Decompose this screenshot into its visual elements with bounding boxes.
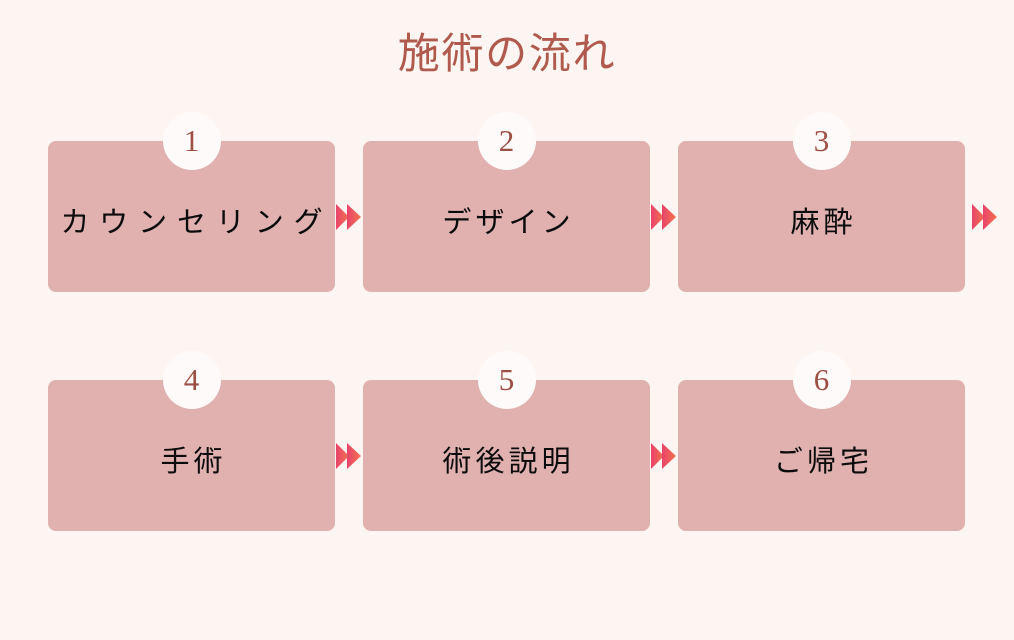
flow-step-6[interactable]: 6 ご帰宅 bbox=[678, 351, 965, 531]
flow-step-1[interactable]: 1 カウンセリング bbox=[48, 112, 335, 292]
step-label-2: デザイン bbox=[442, 207, 575, 240]
step-badge-5: 5 bbox=[477, 351, 536, 409]
flow-arrow-5 bbox=[650, 380, 678, 531]
double-chevron-right-icon bbox=[336, 203, 361, 230]
flow-arrow-1 bbox=[335, 141, 363, 292]
flow-step-2[interactable]: 2 デザイン bbox=[363, 112, 650, 292]
flow-arrow-3 bbox=[968, 141, 1014, 292]
step-number-3: 3 bbox=[813, 122, 830, 158]
step-number-4: 4 bbox=[183, 361, 200, 397]
step-badge-2: 2 bbox=[477, 112, 536, 170]
step-label-3: 麻酔 bbox=[790, 207, 857, 240]
flow-arrow-4 bbox=[335, 380, 363, 531]
step-number-1: 1 bbox=[183, 122, 200, 158]
step-number-2: 2 bbox=[498, 122, 515, 158]
flow-row-1: 1 カウンセリング 2 デザイン bbox=[48, 112, 968, 292]
flow-step-5[interactable]: 5 術後説明 bbox=[363, 351, 650, 531]
flow-step-3[interactable]: 3 麻酔 bbox=[678, 112, 965, 292]
step-label-5: 術後説明 bbox=[442, 446, 575, 479]
flow-row-2: 4 手術 5 術後説明 6 bbox=[48, 351, 968, 531]
page-title: 施術の流れ bbox=[397, 32, 617, 78]
step-badge-4: 4 bbox=[162, 351, 221, 409]
double-chevron-right-icon bbox=[651, 442, 676, 469]
step-badge-1: 1 bbox=[162, 112, 221, 170]
double-chevron-right-icon bbox=[651, 203, 676, 230]
step-label-4: 手術 bbox=[160, 446, 227, 479]
double-chevron-right-icon bbox=[336, 442, 361, 469]
flow-step-4[interactable]: 4 手術 bbox=[48, 351, 335, 531]
step-number-6: 6 bbox=[813, 361, 830, 397]
double-chevron-right-icon bbox=[972, 203, 997, 230]
flow-arrow-2 bbox=[650, 141, 678, 292]
step-badge-3: 3 bbox=[792, 112, 851, 170]
step-badge-6: 6 bbox=[792, 351, 851, 409]
step-label-6: ご帰宅 bbox=[773, 446, 874, 479]
step-label-1: カウンセリング bbox=[60, 207, 333, 240]
step-number-5: 5 bbox=[498, 361, 515, 397]
